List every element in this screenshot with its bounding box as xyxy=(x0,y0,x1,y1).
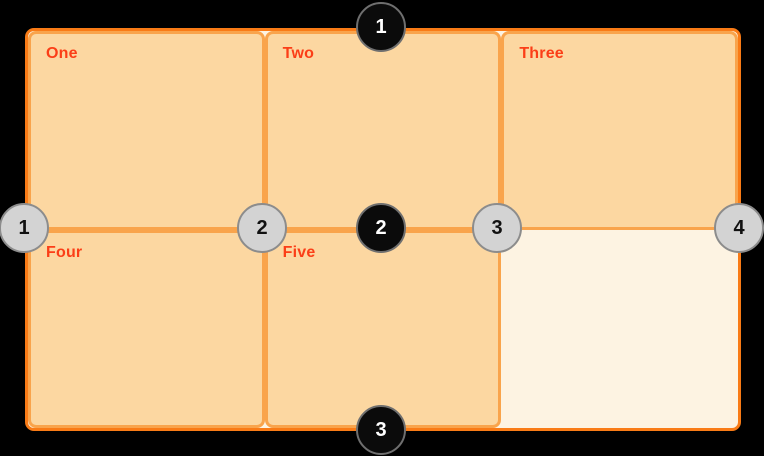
column-line-number-4: 4 xyxy=(733,216,745,239)
grid-cell-one: One xyxy=(28,31,265,230)
column-line-number-1: 1 xyxy=(18,216,30,239)
grid-cell-two: Two xyxy=(264,31,502,230)
row-line-marker-3: 3 xyxy=(356,405,406,455)
column-line-number-3: 3 xyxy=(491,216,503,239)
column-line-marker-3: 3 xyxy=(472,203,522,253)
grid-cell-empty xyxy=(501,230,738,429)
column-line-marker-2: 2 xyxy=(237,203,287,253)
column-line-number-2: 2 xyxy=(256,216,268,239)
grid-cell-three: Three xyxy=(501,31,738,230)
row-line-number-1: 1 xyxy=(375,15,387,38)
grid-container: One Two Three Four Five xyxy=(25,28,741,431)
column-line-marker-1: 1 xyxy=(0,203,49,253)
grid-cell-four: Four xyxy=(28,229,265,428)
cell-label-three: Three xyxy=(519,45,564,62)
cell-label-two: Two xyxy=(282,45,315,62)
grid-cell-five: Five xyxy=(264,229,502,428)
row-line-number-3: 3 xyxy=(375,418,387,441)
column-line-marker-4: 4 xyxy=(714,203,764,253)
row-line-marker-1: 1 xyxy=(356,2,406,52)
cell-label-five: Five xyxy=(282,243,316,261)
row-line-number-2: 2 xyxy=(375,216,387,239)
row-line-marker-2: 2 xyxy=(356,203,406,253)
cell-label-one: One xyxy=(46,45,78,62)
cell-label-four: Four xyxy=(46,243,83,261)
